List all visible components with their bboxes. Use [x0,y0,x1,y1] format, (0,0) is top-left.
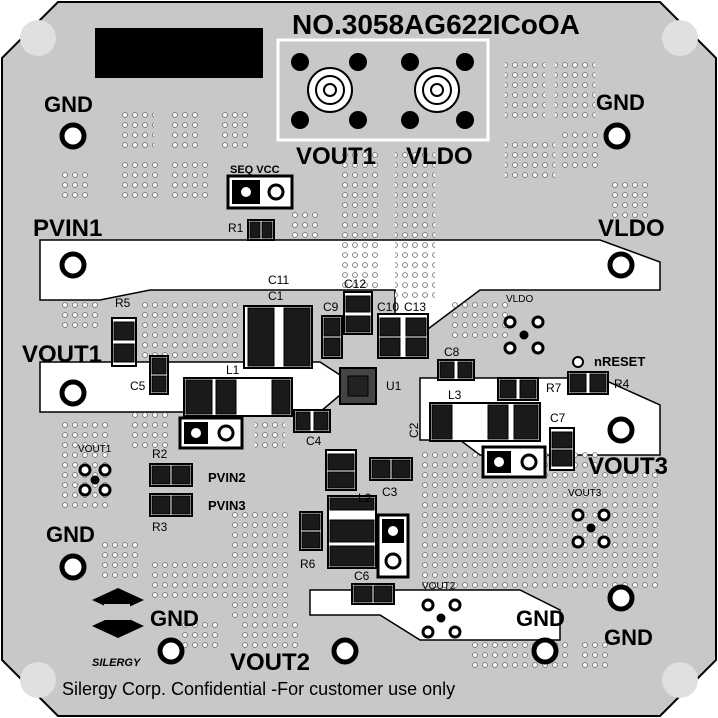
pad-label-gnd-tl: GND [44,92,93,117]
jumper-vertical[interactable] [376,513,410,579]
pad-vout2[interactable] [331,637,359,665]
refdes-labels: R1 R2 R3 R4 R5 R6 R7 C1 C2 C3 C4 C5 C6 C… [115,221,630,583]
testpoint-nreset[interactable] [572,356,584,368]
mounting-hole-tl [20,20,56,56]
pad-label-vldo: VLDO [598,215,665,242]
tp-label-vout1: VOUT1 [78,444,112,455]
refdes-c12: C12 [344,277,366,291]
refdes-r7: R7 [546,381,562,395]
pad-label-gnd-ml: GND [46,522,95,547]
mounting-hole-bl [20,662,56,698]
pad-gnd-mid-left[interactable] [59,553,87,581]
refdes-r1: R1 [228,221,244,235]
testpoint-cluster-vout2[interactable] [421,598,462,639]
refdes-r4: R4 [614,377,630,391]
refdes-l3: L3 [448,388,462,402]
tp-label-vout2: VOUT2 [422,581,456,592]
part-number: NO.3058AG622ICoOA [292,9,580,40]
refdes-c10: C10 [377,300,399,314]
silergy-logo: SILERGY [92,588,144,669]
pad-gnd-top-left[interactable] [59,122,87,150]
mounting-hole-tr [662,20,698,56]
refdes-c4: C4 [306,434,322,448]
pad-vldo[interactable] [607,251,635,279]
refdes-r6: R6 [300,557,316,571]
tp-label-vldo: VLDO [506,294,533,305]
refdes-r3: R3 [152,520,168,534]
refdes-l1: L1 [226,363,240,377]
refdes-c13: C13 [404,300,426,314]
refdes-c3: C3 [382,485,398,499]
marking-block [95,28,263,78]
pad-label-vout3: VOUT3 [588,453,668,480]
testpoint-cluster-vout3[interactable] [571,508,611,549]
refdes-u1: U1 [386,379,402,393]
pad-vout3[interactable] [607,416,635,444]
connector-label-vldo: VLDO [406,143,473,170]
mounting-hole-br [662,662,698,698]
header-label-seq-vcc: SEQ VCC [230,164,280,176]
header-seq-vcc[interactable] [226,174,294,210]
tp-label-vout3: VOUT3 [568,488,602,499]
pad-gnd-bottom-left[interactable] [157,637,185,665]
refdes-c8: C8 [444,345,460,359]
refdes-c5: C5 [130,379,146,393]
refdes-r5: R5 [115,296,131,310]
components [111,219,609,605]
refdes-r2: R2 [152,447,168,461]
pad-gnd-bottom-right[interactable] [607,584,635,612]
pad-label-vout2: VOUT2 [230,649,310,676]
pad-label-gnd-tr: GND [596,90,645,115]
logo-text: SILERGY [92,657,142,669]
jumper-left[interactable] [178,416,244,450]
refdes-c9: C9 [323,300,339,314]
sma-connector-vldo[interactable] [401,53,474,129]
via-arrays [60,60,660,670]
pad-gnd-top-right[interactable] [603,122,631,150]
footer-text: Silergy Corp. Confidential -For customer… [62,679,455,699]
refdes-c1: C1 [268,289,284,303]
refdes-c6: C6 [354,569,370,583]
refdes-c11: C11 [268,273,289,287]
pad-vout1[interactable] [59,379,87,407]
sma-frame [276,38,490,142]
refdes-l2: L2 [358,491,372,505]
tp-label-nreset: nRESET [594,354,645,369]
pad-label-vout1: VOUT1 [22,341,102,368]
testpoint-cluster-vout1[interactable] [78,463,112,497]
pad-label-gnd-br: GND [604,625,653,650]
pad-label-gnd-bm: GND [516,606,565,631]
pad-label-gnd-bl: GND [150,606,199,631]
connector-label-vout1: VOUT1 [296,143,376,170]
tp-label-pvin2: PVIN2 [208,470,246,485]
pad-pvin1[interactable] [59,251,87,279]
testpoint-cluster-vldo[interactable] [503,315,545,355]
refdes-c7: C7 [550,411,566,425]
refdes-c2: C2 [407,422,421,438]
pad-label-pvin1: PVIN1 [33,215,102,242]
pad-gnd-bottom-mid[interactable] [531,637,559,665]
tp-label-pvin3: PVIN3 [208,498,246,513]
sma-connector-vout1[interactable] [291,53,367,129]
jumper-right[interactable] [481,445,547,479]
